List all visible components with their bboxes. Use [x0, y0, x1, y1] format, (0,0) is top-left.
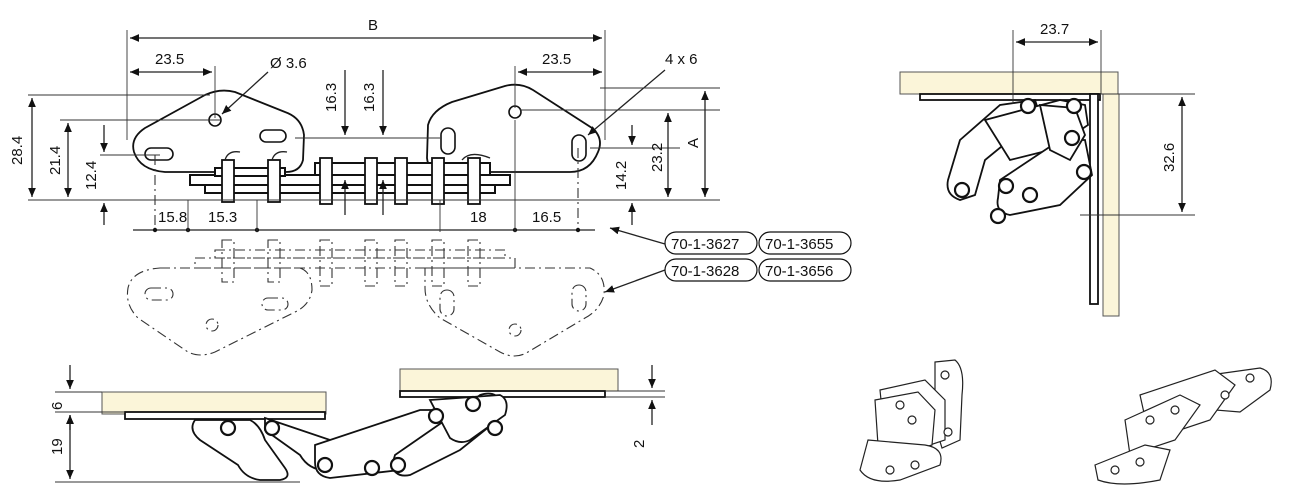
right-plate-slot-2	[571, 134, 587, 162]
isometric-view-2	[1094, 367, 1272, 485]
dim-bottom-15-8: 15.8	[158, 209, 187, 226]
left-mounting-plate	[132, 89, 305, 173]
dim-slot-16-3-a: 16.3	[323, 83, 340, 112]
dim-slot-4x6: 4 x 6	[665, 51, 698, 68]
side-elevation-view: 6 19 2	[49, 365, 665, 483]
link-assembly	[189, 151, 511, 205]
part-number-70-1-3656: 70-1-3656	[765, 263, 833, 280]
dim-bottom-15-3: 15.3	[208, 209, 237, 226]
part-number-70-1-3655: 70-1-3655	[765, 236, 833, 253]
dim-right-23-5: 23.5	[542, 51, 571, 68]
dim-height-28-4: 28.4	[9, 136, 26, 165]
dim-left-23-5: 23.5	[155, 51, 184, 68]
right-plate-slot	[440, 127, 456, 155]
left-plate-slot-2	[259, 129, 287, 143]
right-panel-wood	[399, 368, 619, 392]
corner-link-arms	[946, 99, 1093, 216]
left-plate-slot	[144, 147, 174, 161]
isometric-view-1	[859, 359, 964, 482]
dim-height-21-4: 21.4	[47, 146, 64, 175]
dim-bottom-16-5: 16.5	[532, 209, 561, 226]
dim-a: A	[685, 138, 702, 148]
side-link-arms	[191, 392, 508, 481]
part-number-70-1-3628: 70-1-3628	[671, 263, 739, 280]
corner-rivets	[953, 97, 1093, 225]
dim-side-19: 19	[49, 438, 66, 455]
top-plan-view: B 23.5 Ø 3.6 16.3 16.3 23.5 4 x 6 28.4 2…	[9, 17, 720, 233]
dim-side-6: 6	[49, 402, 66, 410]
dim-b: B	[368, 17, 378, 34]
dim-height-12-4: 12.4	[83, 161, 100, 190]
dim-slot-16-3-b: 16.3	[361, 83, 378, 112]
part-number-70-1-3627: 70-1-3627	[671, 236, 739, 253]
corner-side-panel-wood	[1102, 93, 1120, 317]
dim-height-23-2: 23.2	[649, 143, 666, 172]
dim-height-14-2: 14.2	[613, 161, 630, 190]
part-number-callouts: 70-1-3627 70-1-3655 70-1-3628 70-1-3656	[604, 226, 852, 293]
dim-corner-23-7: 23.7	[1040, 21, 1069, 38]
dim-side-2: 2	[631, 440, 648, 448]
left-panel-wood	[101, 391, 327, 415]
corner-top-panel-wood	[899, 71, 1119, 95]
corner-view: 23.7 32.6	[899, 21, 1195, 317]
mirrored-plan-view	[126, 239, 605, 357]
dim-bottom-18: 18	[470, 209, 487, 226]
side-rivets	[219, 395, 504, 477]
dim-hole-diameter: Ø 3.6	[270, 55, 307, 72]
dim-corner-32-6: 32.6	[1161, 143, 1178, 172]
